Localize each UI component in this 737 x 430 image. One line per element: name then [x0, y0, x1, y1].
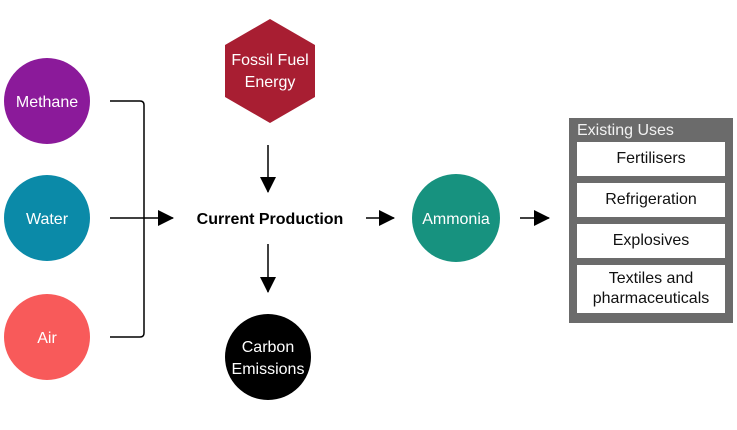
carbon-label-line1: Carbon [242, 339, 294, 356]
energy-node: Fossil Fuel Energy [225, 19, 315, 123]
water-circle [4, 175, 90, 261]
ammonia-label: Ammonia [422, 211, 490, 228]
use-item-textiles-line2: pharmaceuticals [592, 290, 710, 307]
energy-label-line1: Fossil Fuel [231, 52, 308, 69]
methane-label: Methane [16, 94, 78, 111]
ammonia-circle [412, 174, 500, 262]
byproduct-node: Carbon Emissions [225, 314, 311, 400]
input-bracket [110, 100, 145, 338]
use-item-explosives: Explosives [577, 224, 725, 258]
input-node-air: Air [4, 294, 90, 380]
carbon-label-line2: Emissions [232, 361, 305, 378]
energy-label-line2: Energy [245, 74, 296, 91]
carbon-emissions-circle [225, 314, 311, 400]
process-label: Current Production [197, 211, 344, 228]
methane-circle [4, 58, 90, 144]
air-circle [4, 294, 90, 380]
input-node-methane: Methane [4, 58, 90, 144]
use-item-fertilisers: Fertilisers [577, 142, 725, 176]
existing-uses-panel: Existing Uses Fertilisers Refrigeration … [569, 118, 733, 323]
use-item-textiles-line1: Textiles and [608, 270, 694, 287]
energy-hexagon [225, 19, 315, 123]
output-node: Ammonia [412, 174, 500, 262]
use-item-textiles-pharmaceuticals: Textiles and pharmaceuticals [577, 265, 725, 313]
use-item-refrigeration: Refrigeration [577, 183, 725, 217]
input-node-water: Water [4, 175, 90, 261]
existing-uses-title: Existing Uses [577, 122, 674, 139]
air-label: Air [37, 330, 57, 347]
water-label: Water [26, 211, 69, 228]
